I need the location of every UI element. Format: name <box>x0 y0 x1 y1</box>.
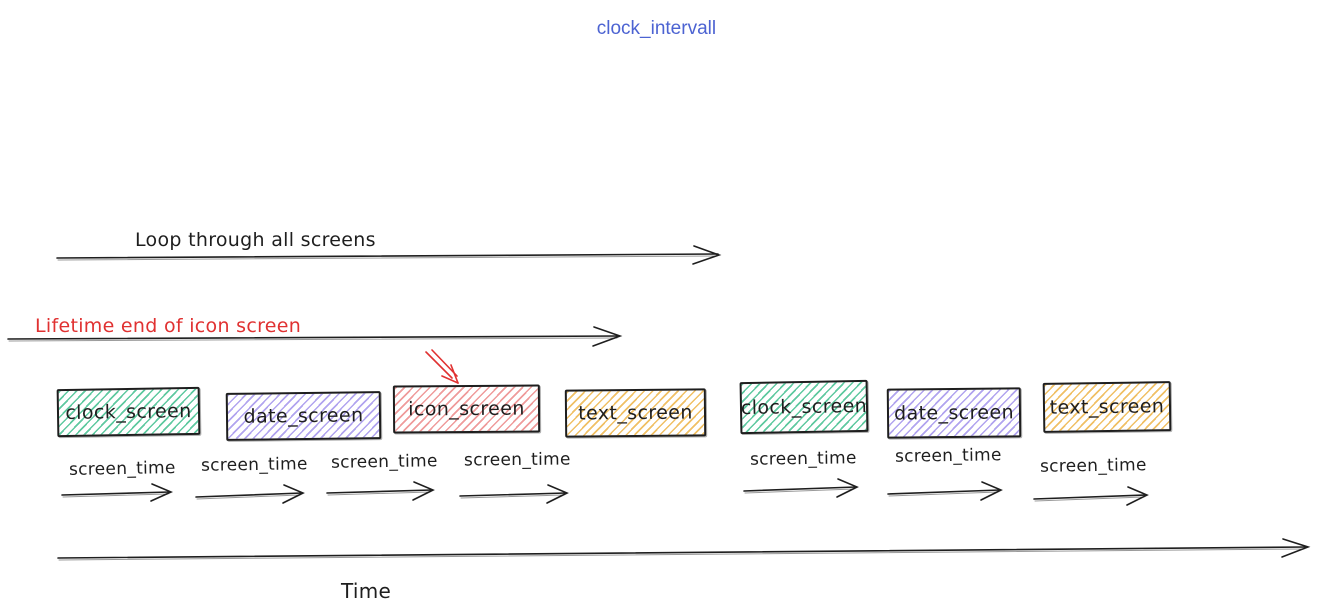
screen-time-arrow-7 <box>1033 486 1149 506</box>
screen-box-label: icon_screen <box>408 397 525 421</box>
lifetime-arrow <box>7 326 623 347</box>
screen-box-label: clock_screen <box>740 394 868 420</box>
screen-time-arrow-6 <box>887 481 1003 501</box>
screen-box-text-1: text_screen <box>564 388 707 438</box>
screen-box-icon: icon_screen <box>392 384 541 434</box>
screen-time-arrow-4 <box>459 484 569 504</box>
screen-time-label-5: screen_time <box>749 448 857 470</box>
screen-box-clock-2: clock_screen <box>739 379 869 435</box>
screen-box-date-2: date_screen <box>886 387 1022 439</box>
screen-box-clock-1: clock_screen <box>56 386 201 438</box>
lifetime-arrow-label: Lifetime end of icon screen <box>35 315 302 337</box>
screen-time-label-1: screen_time <box>68 458 176 480</box>
screen-box-label: text_screen <box>1049 395 1165 419</box>
screen-time-label-4: screen_time <box>463 449 571 471</box>
icon-screen-pointer-arrow <box>425 349 459 384</box>
screen-box-text-2: text_screen <box>1042 381 1172 433</box>
screen-time-label-6: screen_time <box>894 445 1002 467</box>
screen-time-label-3: screen_time <box>330 451 438 473</box>
screen-time-label-2: screen_time <box>200 454 308 476</box>
screen-time-arrows <box>61 478 1149 506</box>
diagram-title: clock_intervall <box>596 18 717 39</box>
screen-time-arrow-1 <box>61 483 174 502</box>
loop-arrow-label: Loop through all screens <box>135 229 376 251</box>
screen-box-date-1: date_screen <box>225 391 382 441</box>
screen-time-arrow-2 <box>195 484 305 504</box>
loop-arrow <box>56 245 722 265</box>
time-axis-arrow <box>57 538 1311 561</box>
screen-time-arrow-3 <box>326 481 435 501</box>
screen-box-label: date_screen <box>893 401 1015 425</box>
time-axis-label: Time <box>341 579 392 603</box>
screen-box-label: clock_screen <box>65 400 192 424</box>
screen-time-label-7: screen_time <box>1039 455 1147 477</box>
screen-box-label: date_screen <box>243 404 364 428</box>
screen-time-arrow-5 <box>743 478 859 498</box>
screen-box-label: text_screen <box>578 401 693 425</box>
